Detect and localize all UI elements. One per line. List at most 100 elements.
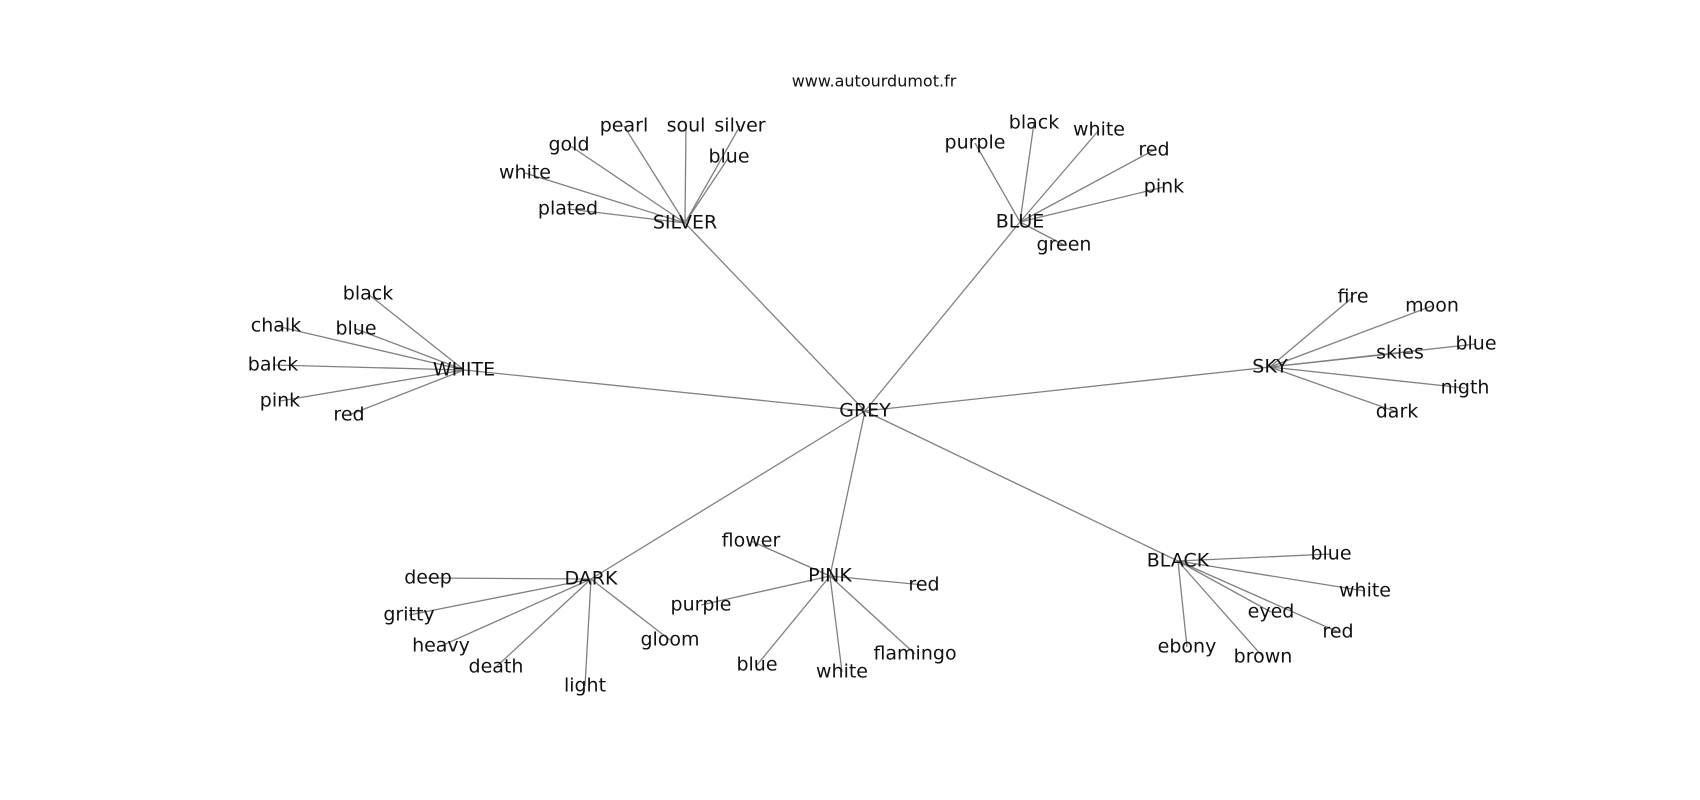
edge-dark-to-deep bbox=[427, 577, 592, 580]
word-node-sky-dark: dark bbox=[1376, 401, 1419, 423]
word-node-blue-black: black bbox=[1009, 112, 1059, 134]
edge-black-to-blue bbox=[1177, 553, 1332, 562]
word-node-white-pink: pink bbox=[260, 390, 300, 412]
edge-white-to-pink bbox=[279, 369, 465, 402]
word-node-sky-nigth: nigth bbox=[1441, 377, 1490, 399]
word-node-dark-deep: deep bbox=[404, 567, 452, 589]
graph-edges bbox=[272, 122, 1477, 687]
source-label: www.autourdumot.fr bbox=[792, 72, 957, 91]
hub-pink-label: PINK bbox=[808, 565, 852, 587]
word-node-white-blue: blue bbox=[335, 318, 376, 340]
word-node-silver-soul: soul bbox=[667, 115, 706, 137]
edge-black-to-eyed bbox=[1177, 560, 1272, 613]
word-node-silver-silver: silver bbox=[714, 115, 765, 137]
word-node-black-ebony: ebony bbox=[1158, 636, 1217, 658]
word-node-silver-pearl: pearl bbox=[600, 115, 648, 137]
word-node-blue-purple: purple bbox=[945, 132, 1006, 154]
edge-pink-to-blue bbox=[756, 575, 831, 666]
edge-black-to-white bbox=[1177, 560, 1366, 592]
word-node-pink-red: red bbox=[908, 574, 939, 596]
edge-white-to-red bbox=[348, 369, 465, 416]
edge-grey-to-pink bbox=[829, 410, 866, 577]
word-node-dark-death: death bbox=[469, 656, 524, 678]
edge-dark-to-death bbox=[495, 578, 592, 668]
edge-pink-to-flamingo bbox=[829, 575, 916, 655]
edge-grey-to-dark bbox=[590, 410, 866, 580]
word-node-sky-fire: fire bbox=[1337, 286, 1368, 308]
word-node-pink-white: white bbox=[816, 661, 868, 683]
word-node-silver-white: white bbox=[499, 162, 551, 184]
word-node-black-brown: brown bbox=[1234, 646, 1293, 668]
edge-sky-to-fire bbox=[1269, 296, 1354, 368]
word-node-sky-blue: blue bbox=[1455, 333, 1496, 355]
edge-blue-to-green bbox=[1019, 221, 1065, 246]
edge-white-to-blue bbox=[355, 328, 465, 371]
edge-pink-to-purple bbox=[700, 575, 831, 606]
word-node-blue-white: white bbox=[1073, 119, 1125, 141]
edge-pink-to-white bbox=[829, 575, 843, 673]
word-node-silver-gold: gold bbox=[548, 134, 589, 156]
word-node-silver-plated: plated bbox=[538, 198, 598, 220]
word-node-dark-gritty: gritty bbox=[383, 604, 434, 626]
graph-labels: www.autourdumot.fr pearl soul silver gold wh… bbox=[248, 72, 1497, 697]
word-node-blue-green: green bbox=[1037, 234, 1092, 256]
edge-blue-to-purple bbox=[974, 142, 1021, 223]
edge-silver-to-pearl bbox=[623, 125, 686, 224]
hub-white-label: WHITE bbox=[433, 359, 495, 381]
edge-silver-to-white bbox=[524, 172, 686, 224]
word-node-blue-pink: pink bbox=[1144, 176, 1184, 198]
word-node-dark-heavy: heavy bbox=[412, 635, 470, 657]
hub-dark-label: DARK bbox=[565, 568, 618, 590]
hub-black-label: BLACK bbox=[1147, 550, 1210, 572]
edge-silver-to-gold bbox=[568, 144, 686, 224]
center-node-label: GREY bbox=[839, 400, 891, 422]
edge-blue-to-red bbox=[1019, 149, 1155, 223]
word-node-black-eyed: eyed bbox=[1248, 601, 1295, 623]
word-node-white-black: black bbox=[343, 283, 393, 305]
edge-silver-to-silver bbox=[684, 125, 741, 224]
edge-grey-to-sky bbox=[864, 366, 1271, 412]
word-node-silver-blue: blue bbox=[708, 146, 749, 168]
edge-pink-to-flower bbox=[750, 540, 831, 577]
word-node-dark-gloom: gloom bbox=[640, 629, 699, 651]
edge-sky-to-blue bbox=[1269, 343, 1477, 368]
edge-silver-to-soul bbox=[684, 125, 687, 224]
word-node-pink-blue: blue bbox=[736, 654, 777, 676]
edge-dark-to-heavy bbox=[440, 578, 592, 647]
edge-black-to-ebony bbox=[1177, 560, 1188, 648]
word-node-sky-skies: skies bbox=[1376, 342, 1424, 364]
edge-sky-to-nigth bbox=[1269, 366, 1466, 389]
word-node-white-chalk: chalk bbox=[251, 315, 301, 337]
hub-sky-label: SKY bbox=[1252, 356, 1288, 378]
edge-white-to-chalk bbox=[275, 325, 465, 371]
hub-silver-label: SILVER bbox=[653, 212, 717, 234]
edge-white-to-balck bbox=[272, 364, 465, 371]
edge-sky-to-moon bbox=[1269, 305, 1433, 368]
word-node-white-red: red bbox=[333, 404, 364, 426]
hub-blue-label: BLUE bbox=[996, 211, 1045, 233]
edge-grey-to-white bbox=[463, 369, 866, 412]
word-node-black-white: white bbox=[1339, 580, 1391, 602]
edge-pink-to-red bbox=[829, 575, 925, 586]
word-node-black-red: red bbox=[1322, 621, 1353, 643]
edge-grey-to-black bbox=[864, 410, 1179, 562]
edge-dark-to-gritty bbox=[408, 578, 592, 616]
word-node-white-balck: balck bbox=[248, 354, 298, 376]
word-node-blue-red: red bbox=[1138, 139, 1169, 161]
edge-grey-to-silver bbox=[684, 222, 866, 412]
word-node-dark-light: light bbox=[564, 675, 606, 697]
edge-silver-to-blue bbox=[684, 156, 730, 224]
edge-blue-to-white bbox=[1019, 129, 1100, 223]
edge-dark-to-gloom bbox=[590, 578, 671, 641]
edge-grey-to-blue bbox=[864, 221, 1021, 412]
word-node-sky-moon: moon bbox=[1405, 295, 1459, 317]
edge-dark-to-light bbox=[584, 578, 592, 687]
word-node-pink-flower: flower bbox=[722, 530, 781, 552]
word-node-black-blue: blue bbox=[1310, 543, 1351, 565]
word-node-pink-purple: purple bbox=[671, 594, 732, 616]
edge-black-to-red bbox=[1177, 560, 1339, 633]
edge-white-to-black bbox=[367, 293, 465, 371]
word-node-pink-flamingo: flamingo bbox=[873, 643, 956, 665]
edge-black-to-brown bbox=[1177, 560, 1264, 658]
